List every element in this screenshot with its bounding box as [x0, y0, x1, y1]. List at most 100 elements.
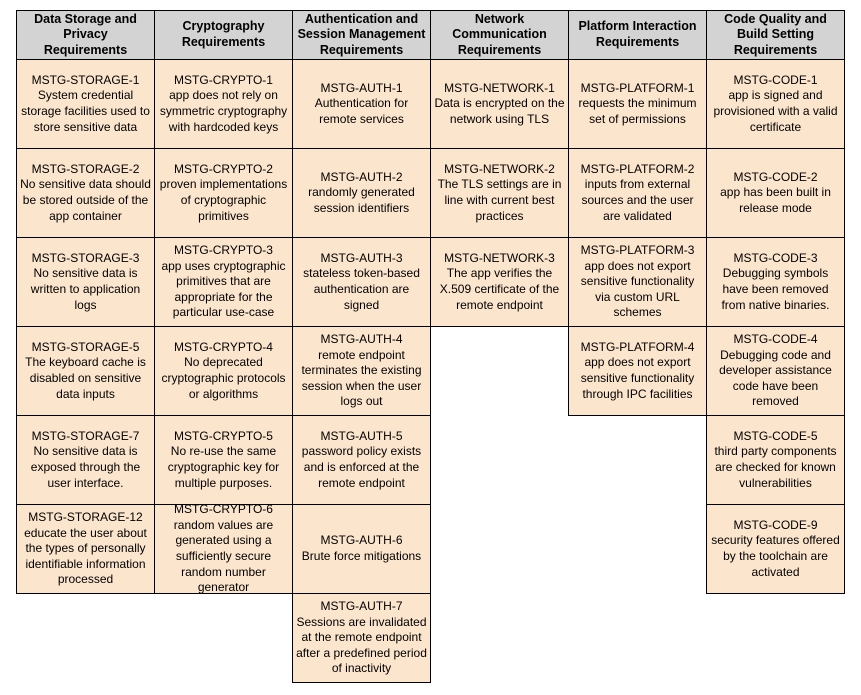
requirement-id: MSTG-CODE-3	[733, 250, 818, 265]
requirement-description: The app verifies the X.509 certificate o…	[439, 266, 560, 312]
requirement-description: No deprecated cryptographic protocols or…	[161, 355, 286, 401]
requirement-description: No sensitive data is written to applicat…	[30, 266, 141, 312]
requirement-id: MSTG-NETWORK-2	[444, 161, 555, 176]
column-header-platform: Platform Interaction Requirements	[568, 10, 707, 60]
requirement-description: Brute force mitigations	[301, 549, 422, 563]
requirement-id: MSTG-PLATFORM-4	[580, 339, 695, 354]
requirement-description: No sensitive data should be stored outsi…	[20, 177, 151, 223]
requirement-description: app does not export sensitive functional…	[580, 258, 695, 320]
requirement-id: MSTG-NETWORK-1	[444, 80, 555, 95]
requirement-description: app uses cryptographic primitives that a…	[161, 258, 286, 320]
requirement-id: MSTG-STORAGE-5	[31, 339, 140, 354]
column-header-auth: Authentication and Session Management Re…	[292, 10, 431, 60]
requirement-description: No sensitive data is exposed through the…	[30, 444, 141, 490]
requirement-description: The TLS settings are in line with curren…	[437, 177, 562, 223]
requirement-id: MSTG-CODE-5	[733, 428, 818, 443]
column-code: Code Quality and Build Setting Requireme…	[706, 10, 845, 594]
requirement-description: stateless token-based authentication are…	[303, 266, 420, 312]
requirement-id: MSTG-CRYPTO-4	[174, 339, 273, 354]
requirement-description: security features offered by the toolcha…	[711, 533, 840, 579]
requirement-description: educate the user about the types of pers…	[24, 525, 147, 587]
requirement-description: password policy exists and is enforced a…	[301, 444, 422, 490]
column-header-network: Network Communication Requirements	[430, 10, 569, 60]
requirement-id: MSTG-CODE-2	[733, 169, 818, 184]
requirement-description: Data is encrypted on the network using T…	[434, 96, 565, 126]
requirement-id: MSTG-STORAGE-2	[31, 161, 140, 176]
requirement-id: MSTG-STORAGE-1	[31, 72, 140, 87]
requirement-description: Sessions are invalidated at the remote e…	[296, 614, 427, 676]
requirement-id: MSTG-STORAGE-12	[28, 510, 143, 525]
requirement-id: MSTG-CRYPTO-2	[174, 161, 273, 176]
requirement-id: MSTG-CRYPTO-5	[174, 428, 273, 443]
requirement-id: MSTG-STORAGE-7	[31, 428, 140, 443]
column-header-crypto: Cryptography Requirements	[154, 10, 293, 60]
column-header-code: Code Quality and Build Setting Requireme…	[706, 10, 845, 60]
requirement-id: MSTG-CRYPTO-1	[174, 72, 273, 87]
requirement-id: MSTG-PLATFORM-1	[580, 80, 695, 95]
column-header-storage: Data Storage and Privacy Requirements	[16, 10, 155, 60]
requirement-description: app does not export sensitive functional…	[580, 355, 695, 401]
requirement-id: MSTG-NETWORK-3	[444, 250, 555, 265]
requirement-id: MSTG-AUTH-7	[320, 599, 403, 614]
requirement-description: randomly generated session identifiers	[308, 185, 415, 215]
requirement-id: MSTG-AUTH-4	[320, 332, 403, 347]
requirement-id: MSTG-AUTH-6	[320, 533, 403, 548]
requirement-description: The keyboard cache is disabled on sensit…	[25, 355, 146, 401]
requirement-description: Authentication for remote services	[314, 96, 409, 126]
requirement-id: MSTG-AUTH-3	[320, 250, 403, 265]
requirement-id: MSTG-CODE-9	[733, 517, 818, 532]
requirement-id: MSTG-PLATFORM-2	[580, 161, 695, 176]
requirement-description: proven implementations of cryptographic …	[159, 177, 288, 223]
requirement-description: random values are generated using a suff…	[173, 517, 274, 595]
requirement-description: No re-use the same cryptographic key for…	[167, 444, 280, 490]
requirement-id: MSTG-AUTH-5	[320, 428, 403, 443]
requirement-description: inputs from external sources and the use…	[581, 177, 694, 223]
requirement-id: MSTG-CODE-1	[733, 72, 818, 87]
requirement-id: MSTG-CRYPTO-6	[174, 502, 273, 517]
requirement-description: remote endpoint terminates the existing …	[301, 347, 422, 409]
requirement-id: MSTG-AUTH-1	[320, 80, 403, 95]
requirement-id: MSTG-CODE-4	[733, 332, 818, 347]
requirement-description: Debugging symbols have been removed from…	[721, 266, 830, 312]
requirement-description: requests the minimum set of permissions	[578, 96, 697, 126]
requirement-id: MSTG-PLATFORM-3	[580, 243, 695, 258]
requirement-description: Debugging code and developer assistance …	[719, 347, 832, 409]
requirement-description: third party components are checked for k…	[714, 444, 837, 490]
column-auth: Authentication and Session Management Re…	[292, 10, 431, 683]
requirement-description: app is signed and provisioned with a val…	[713, 88, 838, 134]
requirement-description: app does not rely on symmetric cryptogra…	[159, 88, 288, 134]
requirement-description: System credential storage facilities use…	[21, 88, 150, 134]
